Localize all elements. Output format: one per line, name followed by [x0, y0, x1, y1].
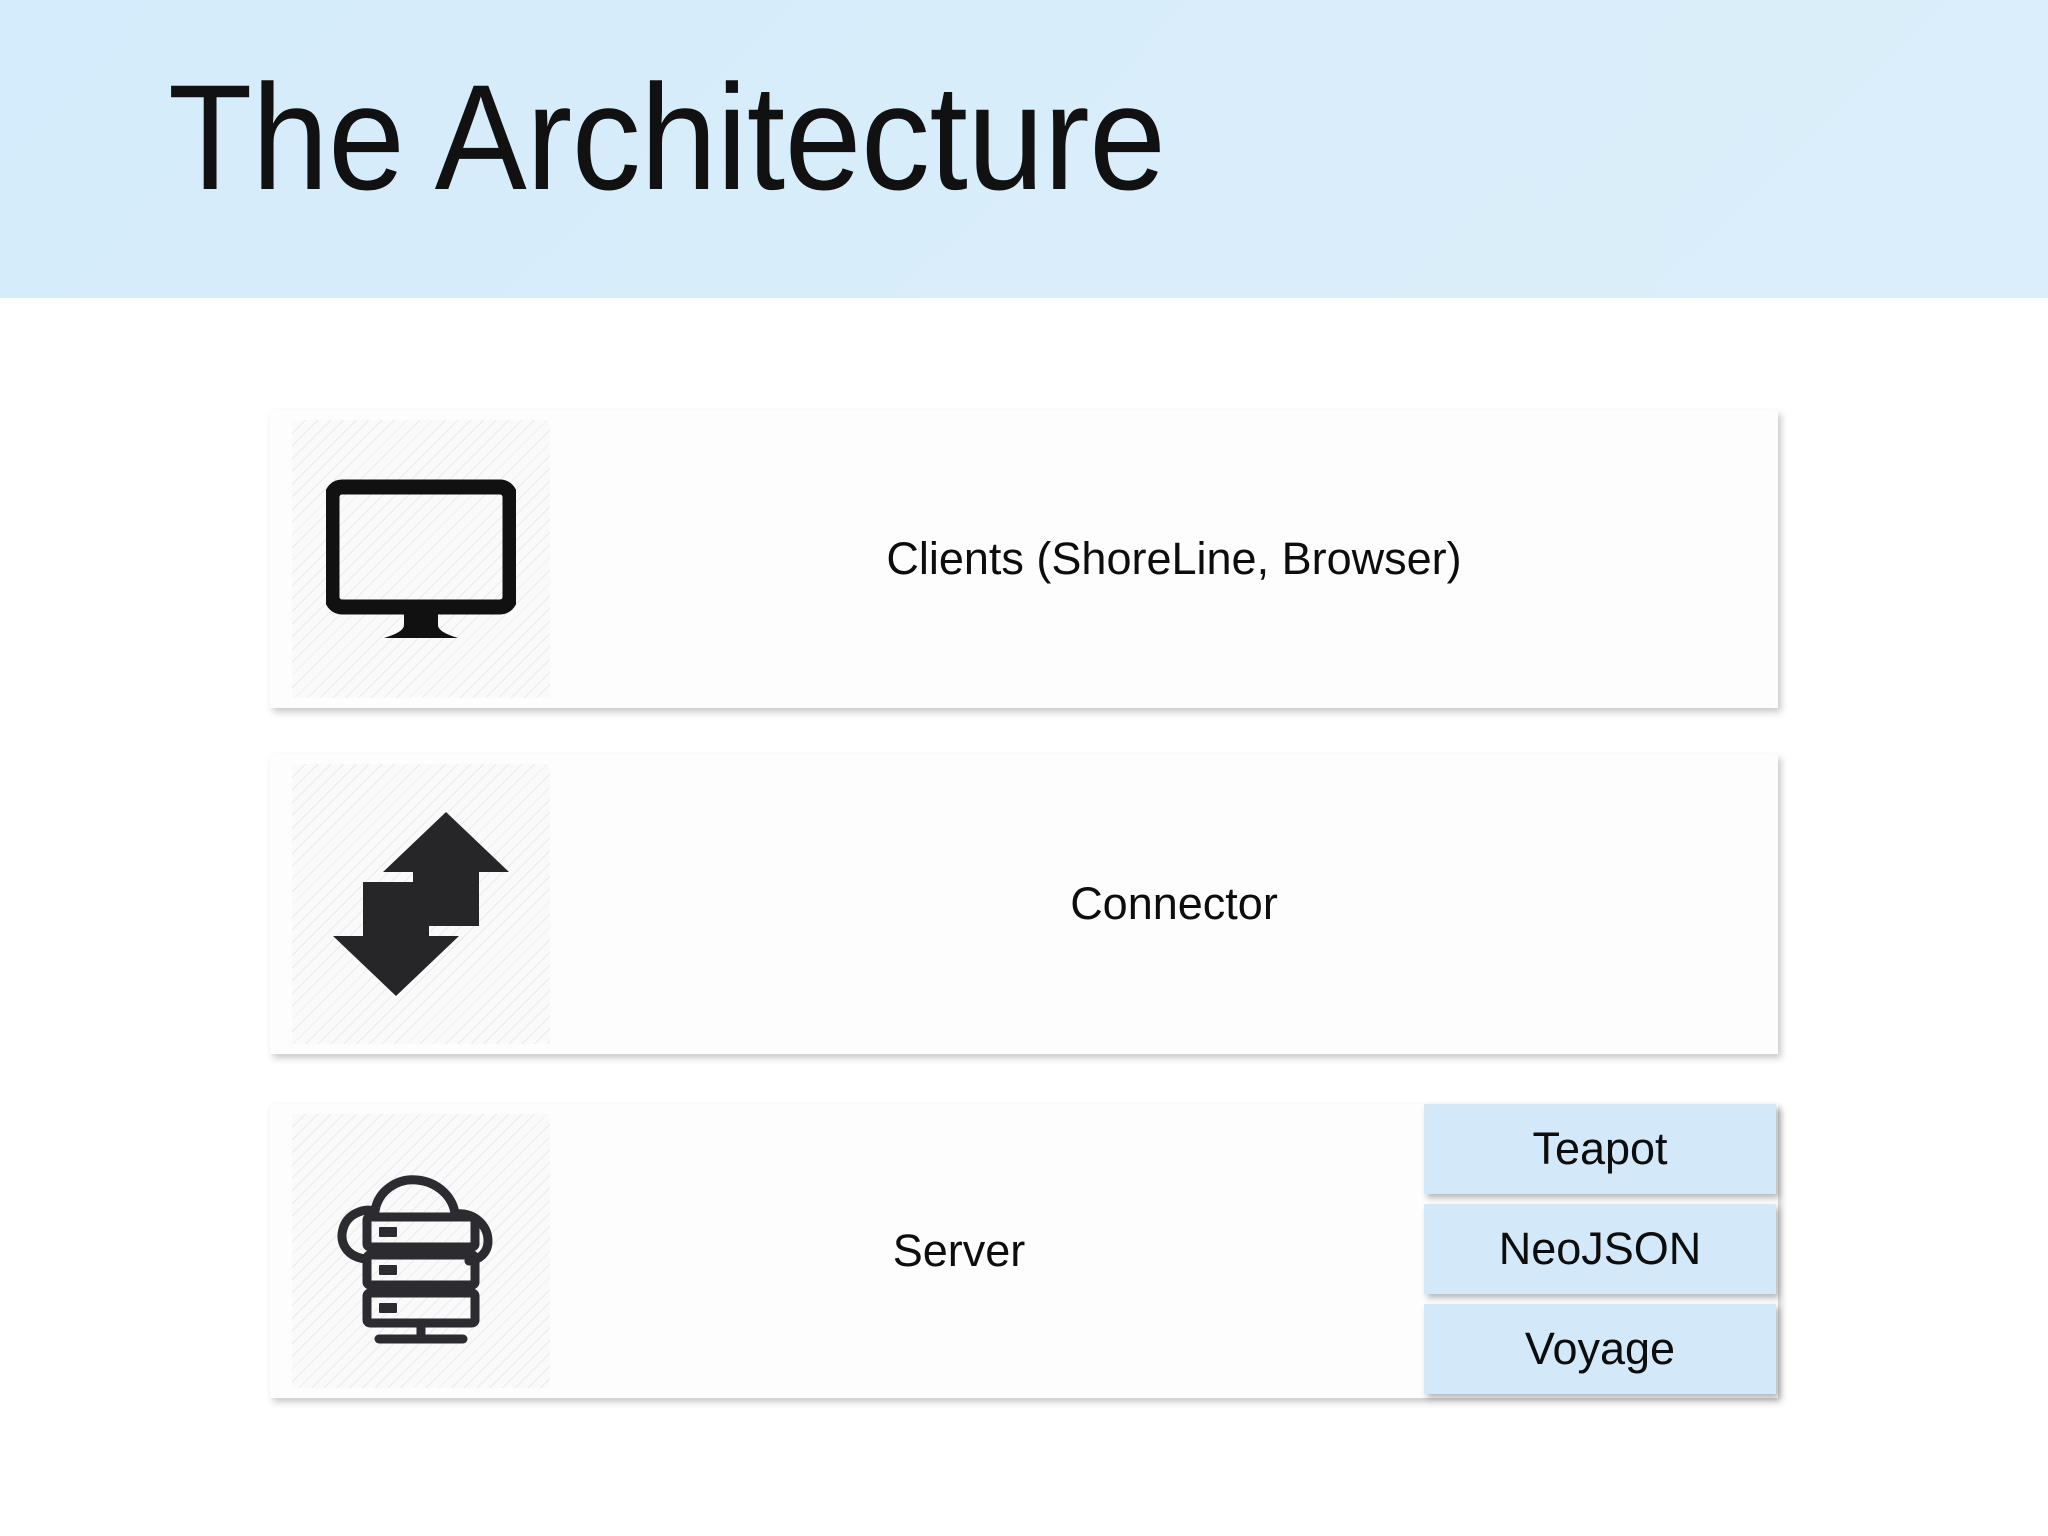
bidirectional-arrows-icon [292, 764, 550, 1044]
cloud-server-icon [292, 1114, 550, 1388]
page-title: The Architecture [168, 53, 1166, 221]
architecture-row-label: Clients (ShoreLine, Browser) [886, 533, 1462, 584]
slide-body: Clients (ShoreLine, Browser) Connector [0, 298, 2048, 1536]
desktop-monitor-icon [292, 420, 550, 698]
tech-badge-label: Teapot [1532, 1123, 1668, 1174]
architecture-row-connector: Connector [270, 754, 1778, 1054]
tech-badge-label: NeoJSON [1498, 1223, 1702, 1274]
tech-badge-voyage[interactable]: Voyage [1424, 1304, 1776, 1394]
tech-badge-list: Teapot NeoJSON Voyage [1424, 1104, 1776, 1404]
tech-badge-teapot[interactable]: Teapot [1424, 1104, 1776, 1194]
tech-badge-label: Voyage [1524, 1323, 1676, 1374]
slide-header-band: The Architecture [0, 0, 2048, 298]
architecture-row-clients: Clients (ShoreLine, Browser) [270, 410, 1778, 708]
tech-badge-neojson[interactable]: NeoJSON [1424, 1204, 1776, 1294]
architecture-row-label: Connector [1070, 878, 1278, 929]
